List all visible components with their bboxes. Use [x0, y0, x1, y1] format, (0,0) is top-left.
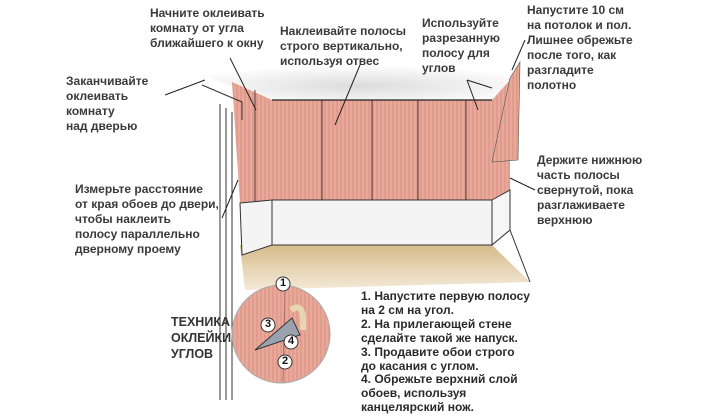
text-line: разрезанную: [422, 31, 501, 45]
step-line: 1. Напустите первую полосу: [361, 289, 530, 303]
text-line: Лишнее обрежьте: [527, 33, 633, 47]
marker-3: 3: [265, 318, 272, 330]
callout-finish-door: Заканчивайте оклеивать комнату над дверь…: [66, 74, 148, 134]
callout-overlap: Напустите 10 см на потолок и пол. Лишнее…: [527, 3, 633, 93]
text-line: на потолок и пол.: [527, 18, 632, 32]
text-line: Напустите 10 см: [527, 3, 625, 17]
text-line: полотно: [527, 78, 577, 92]
callout-hold-bottom: Держите нижнюю часть полосы свернутой, п…: [537, 153, 642, 228]
text-line: полосу параллельно: [75, 227, 200, 241]
text-line: разгладите: [527, 63, 594, 77]
marker-1: 1: [280, 277, 287, 289]
text-line: Начните оклеивать: [150, 6, 265, 20]
text-line: ближайшего к окну: [150, 36, 264, 50]
text-line: дверному проему: [75, 242, 181, 256]
floor: [240, 245, 530, 290]
corner-technique-title: ТЕХНИКА ОКЛЕЙКИ УГЛОВ: [171, 314, 231, 362]
text-line: ОКЛЕЙКИ: [171, 331, 232, 345]
text-line: разглаживаете: [537, 198, 625, 212]
callout-lines: [164, 39, 536, 219]
text-line: над дверью: [66, 119, 138, 133]
step-line: канцелярский нож.: [361, 400, 474, 415]
step-line: сделайте такой же напуск.: [361, 330, 518, 345]
corner-technique-inset: [231, 276, 331, 384]
text-line: свернутой, пока: [537, 183, 634, 197]
step-line: до касания с углом.: [361, 358, 479, 373]
text-line: углов: [422, 61, 456, 75]
callout-corner-strip: Используйте разрезанную полосу для углов: [422, 16, 500, 76]
text-line: верхнюю: [537, 213, 593, 227]
text-line: Наклеивайте полосы: [280, 24, 406, 38]
callout-vertical: Наклеивайте полосы строго вертикально, и…: [280, 24, 406, 69]
back-wall-wainscot: [271, 199, 493, 246]
text-line: УГЛОВ: [171, 347, 214, 361]
step-line: 4. Обрежьте верхний слой: [361, 372, 518, 387]
text-line: оклеивать: [66, 89, 129, 103]
text-line: строго вертикально,: [280, 39, 403, 53]
door-frame: [201, 84, 243, 400]
corner-technique-steps: 1. Напустите первую полосу на 2 см на уг…: [361, 289, 530, 415]
marker-4: 4: [288, 335, 295, 347]
text-line: Измерьте расстояние: [75, 182, 203, 196]
step-line: 2. На прилегающей стене: [361, 316, 512, 331]
text-line: чтобы наклеить: [75, 212, 171, 226]
text-line: ТЕХНИКА: [171, 315, 230, 329]
text-line: комнату от угла: [150, 21, 244, 35]
text-line: Используйте: [422, 16, 499, 30]
ceiling: [200, 65, 520, 100]
callout-start-corner: Начните оклеивать комнату от угла ближай…: [150, 6, 265, 51]
step-line: на 2 см на угол.: [361, 302, 454, 317]
text-line: от края обоев до двери,: [75, 197, 219, 211]
text-line: часть полосы: [537, 168, 620, 182]
text-line: Держите нижнюю: [537, 153, 643, 167]
step-line: 3. Продавите обои строго: [361, 344, 515, 359]
marker-2: 2: [282, 355, 289, 367]
callout-measure: Измерьте расстояние от края обоев до две…: [75, 182, 219, 257]
back-wall-wallpaper: [272, 100, 492, 200]
text-line: Заканчивайте: [66, 74, 149, 88]
text-line: комнату: [66, 104, 115, 118]
step-line: обоев, используя: [361, 386, 467, 401]
text-line: используя отвес: [280, 54, 380, 68]
hanging-strip: [491, 60, 521, 163]
text-line: после того, как: [527, 48, 617, 62]
text-line: полосу для: [422, 46, 490, 60]
